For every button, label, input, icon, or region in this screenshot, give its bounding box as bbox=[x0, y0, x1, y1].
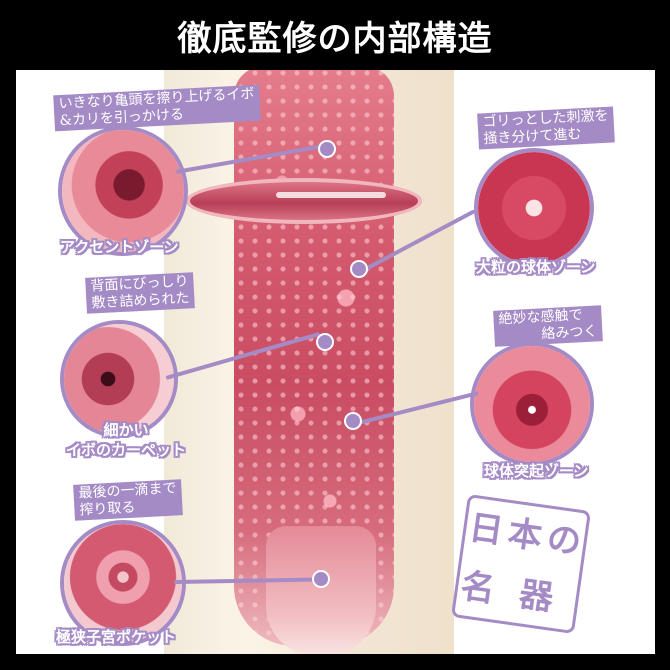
sphere-protrusion-zone-name: 球体突起ゾーン bbox=[484, 462, 589, 480]
uterus-pocket-description: 最後の一滴まで 搾り取る bbox=[73, 479, 183, 521]
leader-dot bbox=[350, 260, 368, 278]
stamp-char: 器 bbox=[516, 573, 556, 619]
description-line: 搾り取る bbox=[79, 499, 136, 519]
zone-name-line: イボのカーペット bbox=[66, 441, 187, 459]
zone-name-line: 細かい bbox=[103, 421, 149, 439]
sphere-protrusion-zone-closeup bbox=[470, 342, 594, 466]
page-title: 徹底監修の内部構造 bbox=[177, 18, 493, 59]
leader-dot bbox=[318, 140, 336, 158]
bump-carpet-description: 背面にびっしり 敷き詰められた bbox=[85, 272, 195, 314]
large-sphere-zone-closeup bbox=[474, 148, 594, 268]
leader-dot bbox=[344, 412, 362, 430]
stamp-char: 名 bbox=[458, 565, 498, 610]
stamp-char: 本 bbox=[505, 512, 545, 557]
accent-ring-ridge bbox=[186, 178, 422, 224]
large-sphere-zone-name: 大粒の球体ゾーン bbox=[476, 258, 596, 276]
stamp-char: の bbox=[544, 518, 584, 563]
sphere-protrusion-zone-description: 絶妙な感触で 絡みつく bbox=[493, 305, 603, 347]
accent-zone-name: アクセントゾーン bbox=[60, 238, 179, 256]
uterus-pocket-tip bbox=[266, 526, 376, 654]
leader-dot bbox=[312, 570, 330, 588]
uterus-pocket-closeup bbox=[60, 520, 186, 646]
brand-stamp-logo: 日 本 の 名 器 bbox=[450, 493, 592, 635]
stamp-char: 日 bbox=[466, 507, 506, 552]
uterus-pocket-name: 極狭子宮ポケット bbox=[56, 628, 177, 646]
accent-zone-closeup bbox=[58, 126, 188, 256]
large-sphere-zone-description: ゴリっとした刺激を 掻き分けて進む bbox=[477, 106, 615, 150]
leader-dot bbox=[316, 333, 334, 351]
ring-gloss-highlight bbox=[276, 192, 386, 198]
bump-carpet-closeup bbox=[60, 320, 178, 438]
bump-carpet-name: 細かい イボのカーペット bbox=[66, 420, 186, 460]
content-panel: いきなり亀頭を擦り上げるイボ &カリを引っかける アクセントゾーン ゴリっとした… bbox=[16, 70, 655, 654]
